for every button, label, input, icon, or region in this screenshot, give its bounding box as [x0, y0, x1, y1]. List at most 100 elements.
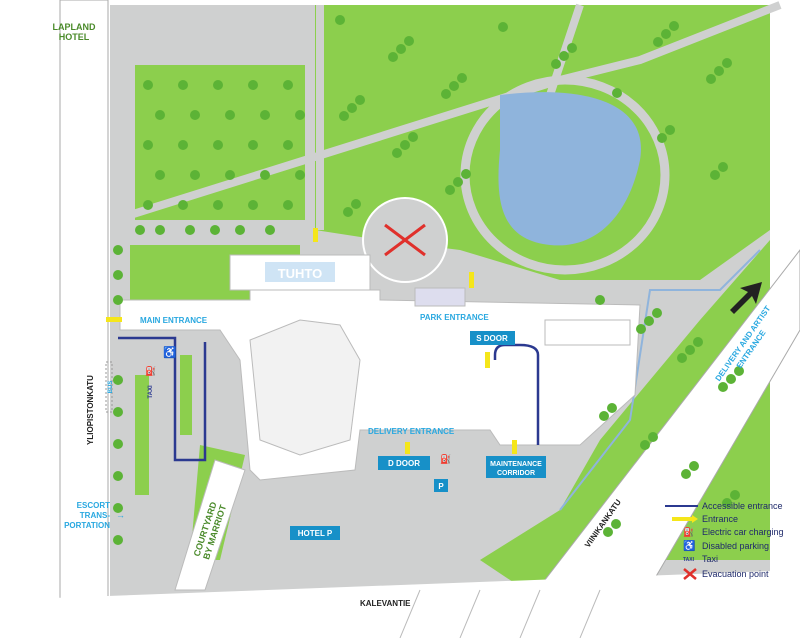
tree: [706, 74, 716, 84]
delivery-route: [559, 249, 761, 511]
tree: [612, 88, 622, 98]
tree: [653, 37, 663, 47]
evacuation-point-icon: [683, 568, 697, 580]
park-path: [128, 1, 782, 219]
legend-evacuation: Evacuation point: [702, 569, 769, 579]
tree: [599, 411, 609, 421]
tree: [213, 200, 223, 210]
tree: [652, 308, 662, 318]
tree: [603, 527, 613, 537]
tree: [681, 469, 691, 479]
main-entrance-label: MAIN ENTRANCE: [140, 316, 208, 325]
pond: [498, 92, 641, 246]
tree: [734, 366, 744, 376]
tree: [665, 125, 675, 135]
tree: [445, 185, 455, 195]
tree: [714, 66, 724, 76]
kalevantie-label: KALEVANTIE: [360, 599, 411, 608]
tree: [135, 225, 145, 235]
tree: [551, 59, 561, 69]
tree: [283, 200, 293, 210]
tree: [143, 200, 153, 210]
yliopistonkatu-label: YLIOPISTONKATU: [86, 375, 95, 445]
tree: [498, 22, 508, 32]
tree: [260, 170, 270, 180]
maintenance-label: MAINTENANCE: [490, 461, 542, 468]
tree: [213, 80, 223, 90]
tree: [595, 295, 605, 305]
tree: [190, 170, 200, 180]
lawn-strip: [135, 375, 149, 495]
tree: [190, 110, 200, 120]
tree: [283, 140, 293, 150]
tree: [213, 140, 223, 150]
lawn-strip: [180, 355, 192, 435]
tree: [343, 207, 353, 217]
lawn-east: [480, 240, 770, 600]
tree: [113, 245, 123, 255]
tree: [113, 535, 123, 545]
tree: [710, 170, 720, 180]
tree: [335, 15, 345, 25]
tree: [677, 353, 687, 363]
tree: [657, 133, 667, 143]
legend: Accessible entrance Entrance ⛽ Electric …: [665, 501, 784, 580]
tree: [260, 110, 270, 120]
tree: [408, 132, 418, 142]
tree: [248, 200, 258, 210]
tree: [636, 324, 646, 334]
tree: [113, 375, 123, 385]
tree: [453, 177, 463, 187]
tree: [295, 110, 305, 120]
tree: [178, 80, 188, 90]
tree: [210, 225, 220, 235]
tree: [396, 44, 406, 54]
tree: [640, 440, 650, 450]
tree: [441, 89, 451, 99]
bus-label: BUS: [108, 381, 114, 394]
lapland-hotel-label-2: HOTEL: [59, 32, 90, 42]
tree: [225, 110, 235, 120]
parking-badge: [434, 479, 448, 492]
tree: [730, 490, 740, 500]
tree: [178, 140, 188, 150]
tree: [225, 170, 235, 180]
tuhto-roof: [265, 262, 335, 282]
tree: [567, 43, 577, 53]
tree: [607, 403, 617, 413]
trees: [113, 15, 744, 545]
tree: [718, 382, 728, 392]
disabled-parking-icon: ♿: [163, 346, 177, 359]
entrance-arrow: [672, 515, 698, 523]
escort-label-3: PORTATION: [64, 521, 110, 530]
tree: [461, 169, 471, 179]
taxi-label: TAXI: [148, 385, 154, 399]
courtyard-by-marriot-building: [174, 459, 246, 591]
electric-car-charging-icon: ⛽: [683, 526, 694, 537]
tree: [449, 81, 459, 91]
escort-label: ESCORT: [77, 501, 110, 510]
tree: [644, 316, 654, 326]
legend-entrance: Entrance: [702, 514, 738, 524]
electric-car-charging-icon-d-door: ⛽: [440, 453, 451, 464]
accessible-route-main: [118, 336, 207, 462]
yliopistonkatu-road: [59, 0, 109, 638]
tree: [235, 225, 245, 235]
taxi-icon: TAXI: [683, 557, 695, 563]
tree: [611, 519, 621, 529]
corridor-label: CORRIDOR: [497, 470, 535, 477]
s-door-label: S DOOR: [476, 334, 508, 343]
tree: [388, 52, 398, 62]
tree: [283, 80, 293, 90]
viinikankatu-road: [499, 249, 800, 638]
evacuation-point-icon: [384, 223, 426, 257]
tree: [355, 95, 365, 105]
tree: [143, 140, 153, 150]
kalevantie-road: [0, 570, 800, 638]
tuhto-label: TUHTO: [278, 266, 323, 281]
tree: [689, 461, 699, 471]
tree: [155, 225, 165, 235]
escort-arrow-icon: →: [116, 510, 125, 520]
tree: [392, 148, 402, 158]
entrance-arrows: [106, 228, 517, 454]
